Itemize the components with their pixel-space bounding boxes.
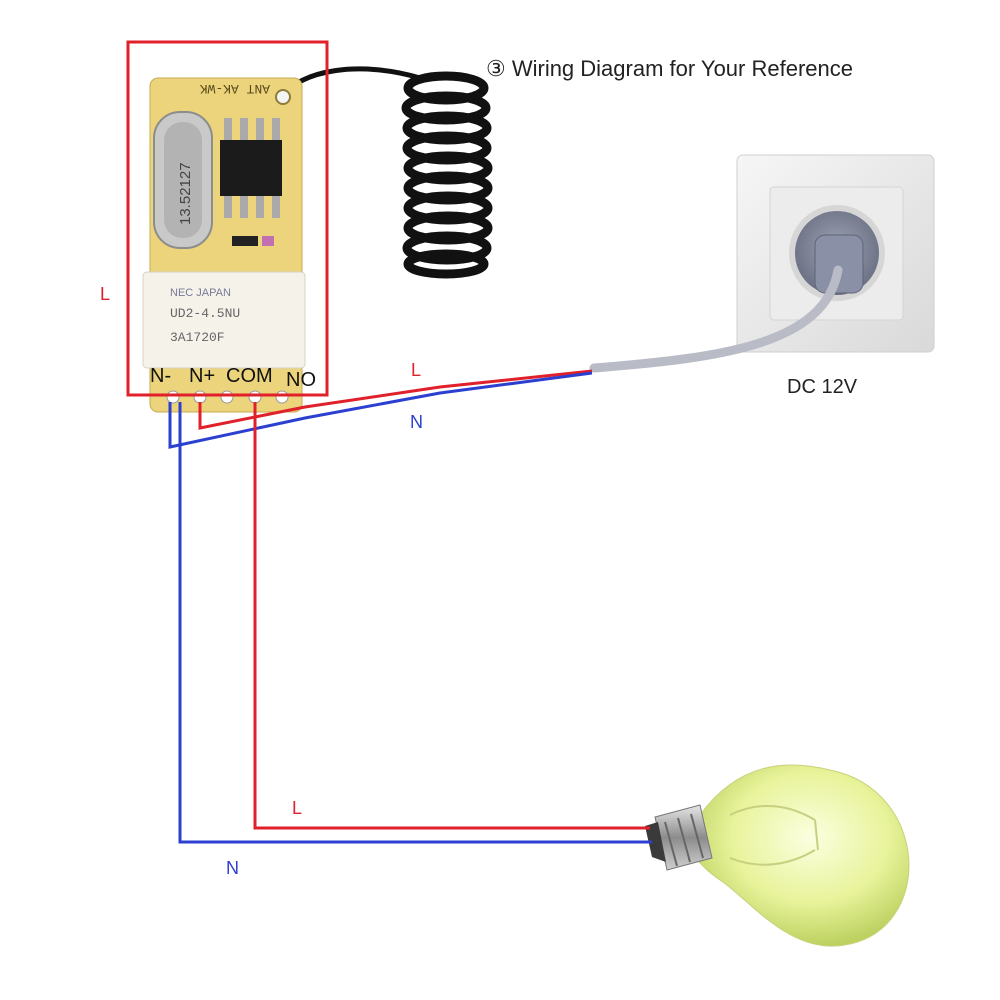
terminal-com: COM [226,365,273,387]
power-cable [589,265,843,373]
wall-socket-icon [736,154,935,353]
board-silk: ANT AK-WK [200,81,270,96]
module-frame [126,40,329,397]
receiver-module-icon: ANT AK-WK 13.52127 NEC JAPAN UD2-4.5NU 3… [142,77,306,413]
wire-live-load [253,402,650,830]
terminal-no: NO [286,369,316,391]
terminal-n-plus: N+ [189,365,216,387]
crystal-marking: 13.52127 [177,162,194,225]
power-label: DC 12V [787,376,858,398]
relay-code: 3A1720F [170,330,225,345]
wire-neutral-load [178,402,652,844]
load-neutral-label: N [226,858,239,878]
wire-live-supply [198,369,593,430]
antenna-icon [279,66,493,279]
supply-neutral-label: N [410,412,423,432]
load-live-label: L [292,798,303,818]
page-title: ③ Wiring Diagram for Your Reference [486,56,853,81]
frame-live-label: L [100,284,111,304]
supply-live-label: L [411,360,422,380]
relay-brand: NEC JAPAN [170,287,231,299]
relay-model: UD2-4.5NU [170,306,240,321]
terminal-n-minus: N- [150,365,172,387]
wire-neutral-supply [168,371,593,449]
light-bulb-icon [645,764,910,947]
